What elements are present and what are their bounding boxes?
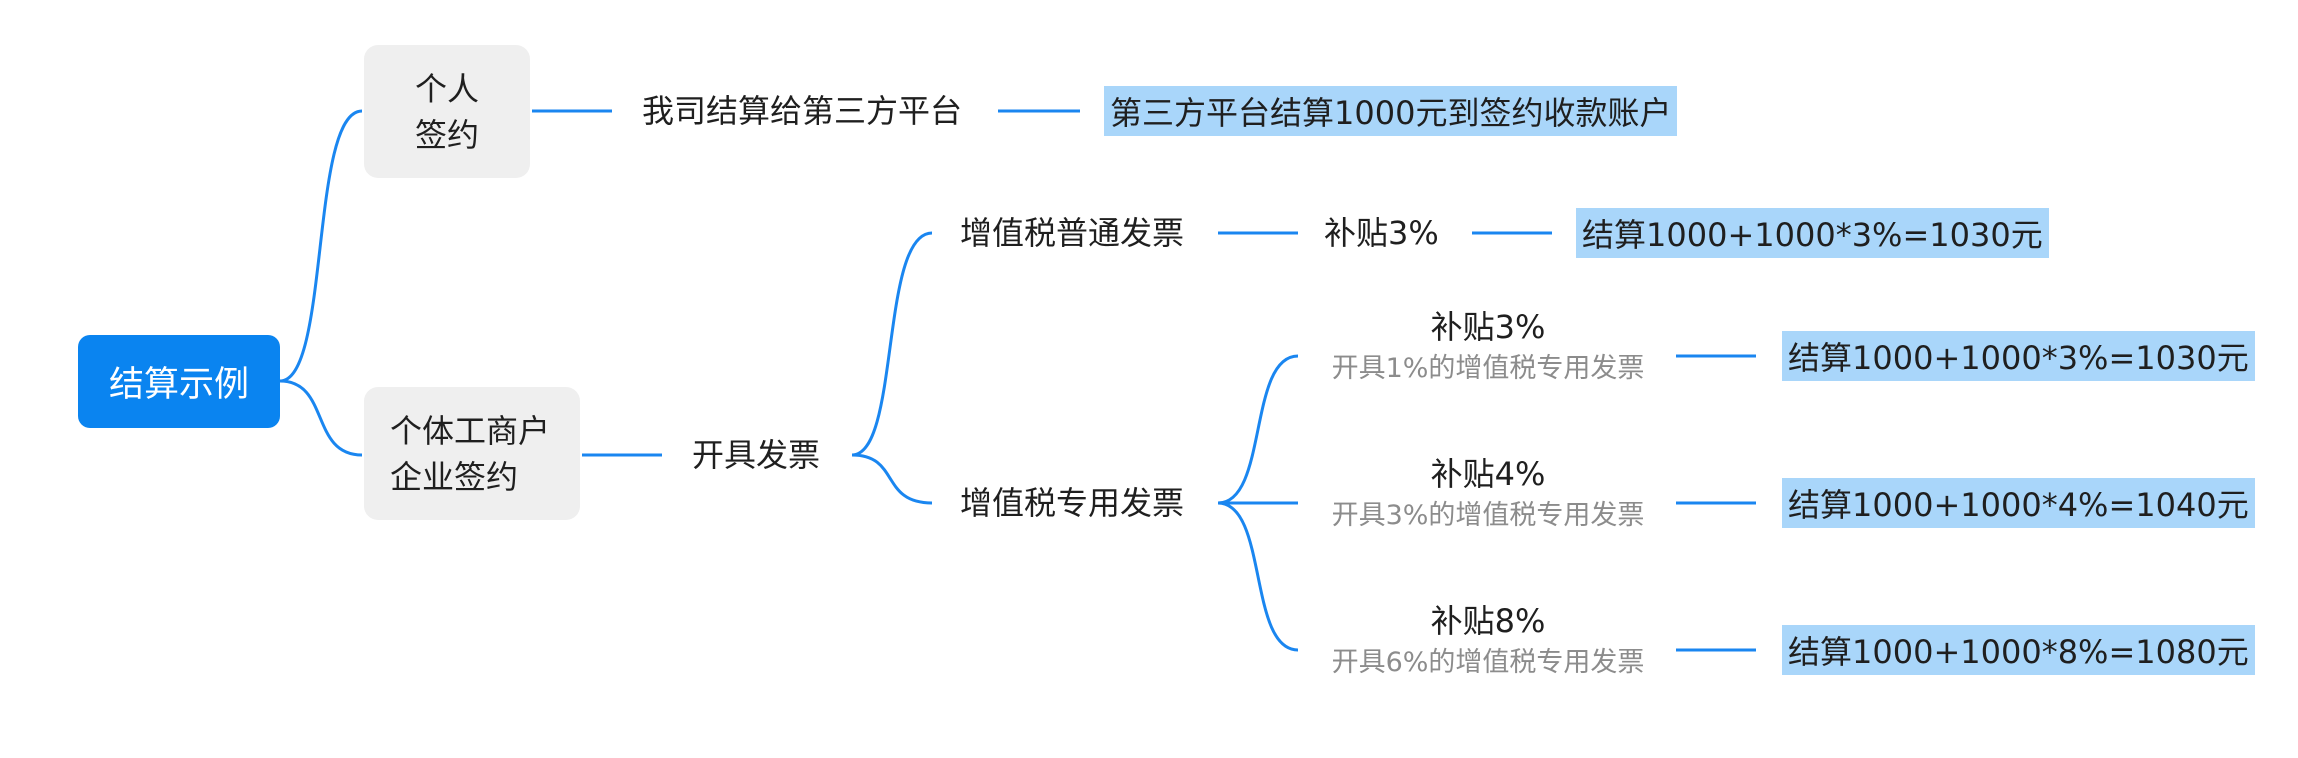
special-option-3-result: 结算1000+1000*8%=1080元: [1788, 633, 2249, 671]
invoice-step-label: 开具发票: [692, 436, 821, 474]
personal-step-label: 我司结算给第三方平台: [642, 92, 963, 130]
special-option-3-note: 开具6%的增值税专用发票: [1331, 647, 1645, 678]
special-option-2-note: 开具3%的增值税专用发票: [1331, 500, 1645, 531]
special-invoice-label: 增值税专用发票: [960, 484, 1185, 522]
link-invoice-special: [851, 453, 933, 505]
link-special-1: [1217, 354, 1299, 505]
business-line2: 企业签约: [390, 457, 519, 496]
ordinary-subsidy-label: 补贴3%: [1324, 214, 1439, 252]
personal-line1: 个人: [414, 69, 479, 108]
special-invoice-node[interactable]: 增值税专用发票: [960, 478, 1184, 528]
personal-result-label: 第三方平台结算1000元到签约收款账户: [1110, 94, 1672, 132]
special-option-3-result-node[interactable]: 结算1000+1000*8%=1080元: [1782, 625, 2255, 675]
link-special-3: [1217, 501, 1299, 652]
link-root-personal: [279, 109, 363, 383]
special-option-3-node[interactable]: 补贴8% 开具6%的增值税专用发票: [1318, 599, 1658, 683]
business-node[interactable]: 个体工商户 企业签约: [364, 387, 580, 520]
special-option-3-subsidy: 补贴8%: [1430, 602, 1546, 640]
special-option-1-note: 开具1%的增值税专用发票: [1331, 353, 1645, 384]
special-option-2-result: 结算1000+1000*4%=1040元: [1788, 486, 2249, 524]
root-node[interactable]: 结算示例: [78, 335, 280, 428]
ordinary-invoice-node[interactable]: 增值税普通发票: [960, 208, 1184, 258]
link-root-business: [279, 379, 363, 457]
special-option-2-result-node[interactable]: 结算1000+1000*4%=1040元: [1782, 478, 2255, 528]
ordinary-result-node[interactable]: 结算1000+1000*3%=1030元: [1576, 208, 2049, 258]
ordinary-invoice-label: 增值税普通发票: [960, 214, 1185, 252]
special-option-2-subsidy: 补贴4%: [1430, 455, 1546, 493]
ordinary-result-label: 结算1000+1000*3%=1030元: [1582, 216, 2043, 254]
special-option-1-node[interactable]: 补贴3% 开具1%的增值税专用发票: [1318, 305, 1658, 389]
special-option-1-result: 结算1000+1000*3%=1030元: [1788, 339, 2249, 377]
personal-result-node[interactable]: 第三方平台结算1000元到签约收款账户: [1104, 86, 1678, 136]
personal-step-node[interactable]: 我司结算给第三方平台: [642, 86, 962, 136]
special-option-1-result-node[interactable]: 结算1000+1000*3%=1030元: [1782, 331, 2255, 381]
invoice-step-node[interactable]: 开具发票: [692, 430, 820, 480]
business-line1: 个体工商户: [390, 411, 551, 450]
special-option-2-node[interactable]: 补贴4% 开具3%的增值税专用发票: [1318, 452, 1658, 536]
personal-line2: 签约: [414, 115, 479, 154]
special-option-1-subsidy: 补贴3%: [1430, 308, 1546, 346]
personal-node[interactable]: 个人 签约: [364, 45, 530, 178]
link-invoice-ordinary: [851, 231, 933, 457]
root-label: 结算示例: [108, 365, 249, 405]
ordinary-subsidy-node[interactable]: 补贴3%: [1324, 208, 1439, 258]
